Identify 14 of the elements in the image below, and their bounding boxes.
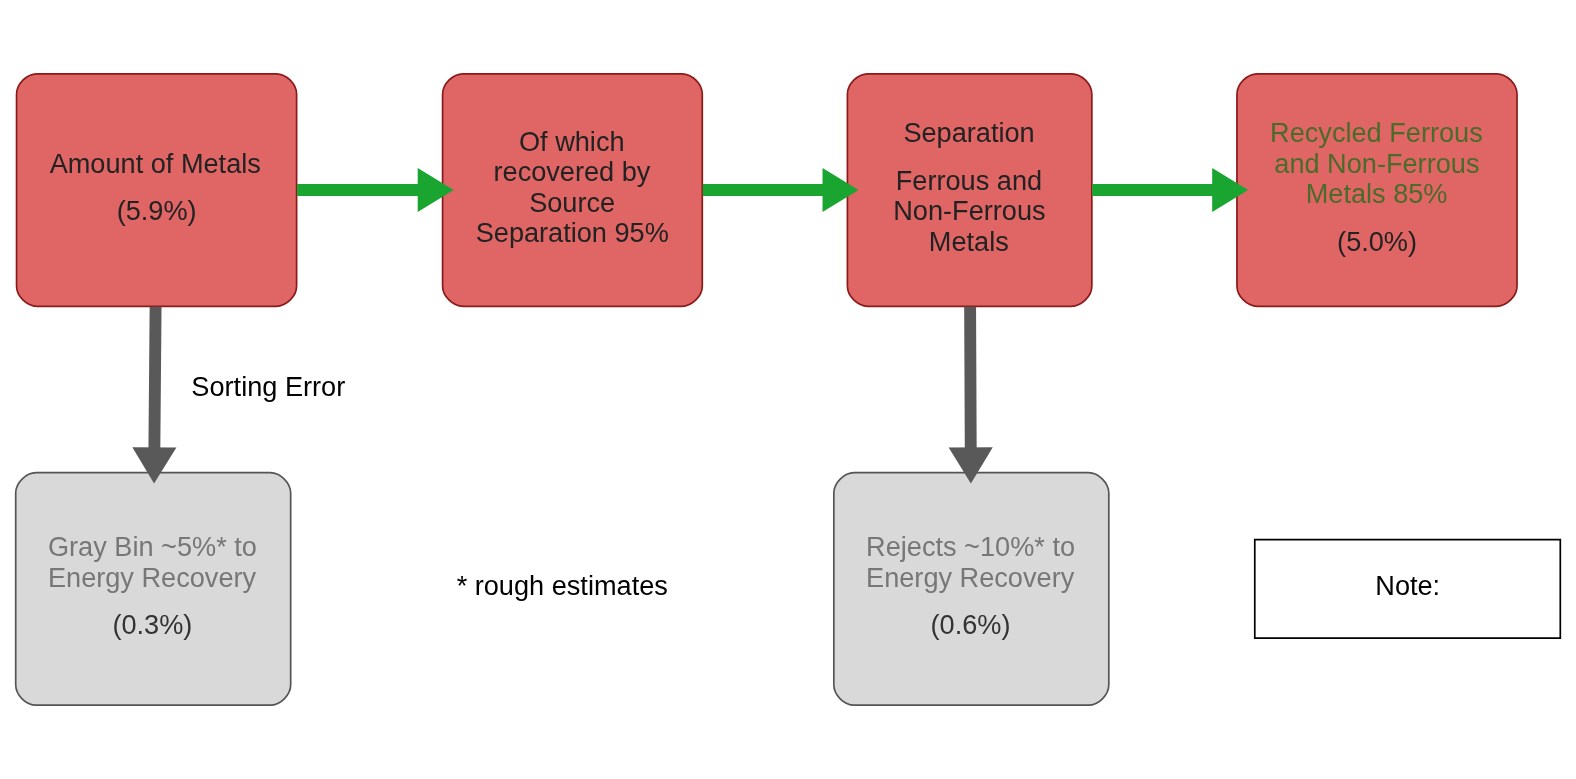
node-box: Of which recovered by Source Separation 95% [441, 72, 704, 308]
node-box: Rejects ~10%* to Energy Recovery (0.6%) [833, 471, 1110, 707]
node-box: Recycled Ferrous and Non-Ferrous Metals 85% (5.0%) [1236, 72, 1518, 308]
node-box: Separation Ferrous and Non-Ferrous Metals [846, 72, 1093, 308]
arrow [1092, 168, 1249, 213]
node-box: Amount of Metals (5.9%) [15, 72, 298, 308]
edge-label: Sorting Error [191, 370, 346, 402]
arrow [948, 306, 993, 484]
arrow [702, 168, 859, 213]
node-box: Gray Bin ~5%* to Energy Recovery (0.3%) [14, 471, 292, 707]
node-box: Note: [1253, 538, 1562, 639]
arrow [132, 306, 177, 484]
label: * rough estimates [456, 570, 668, 602]
arrow [297, 168, 454, 213]
